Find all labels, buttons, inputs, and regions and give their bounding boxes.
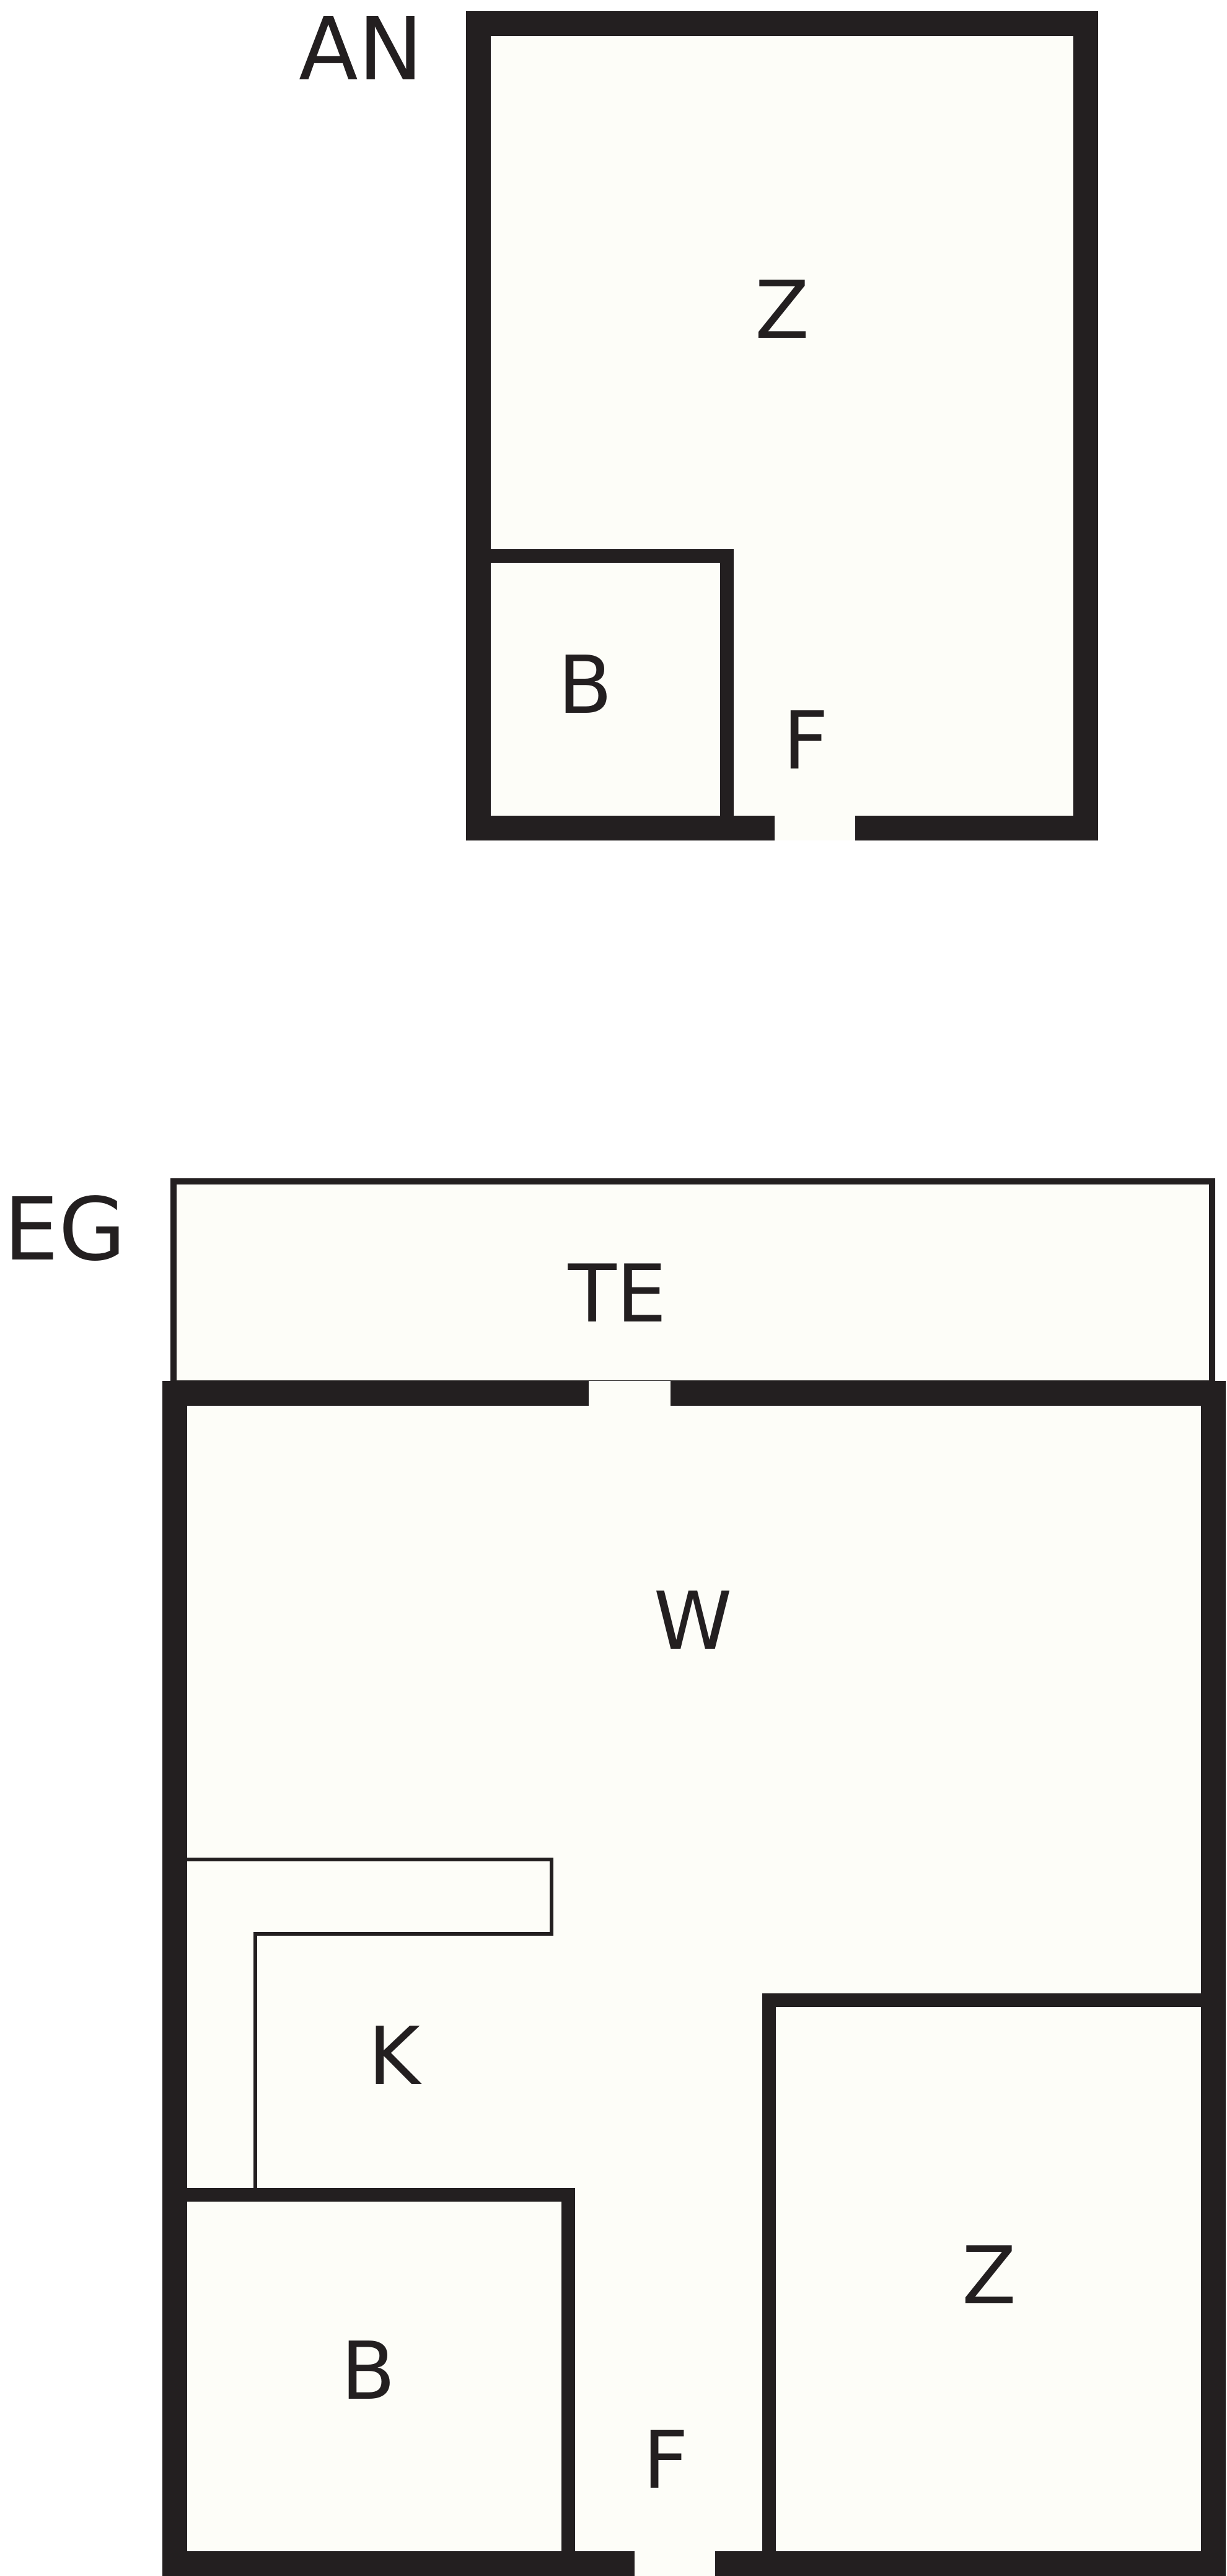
wall-an-bath-top (478, 549, 734, 563)
terrace-te (170, 1178, 1215, 1387)
room-label-eg-te: TE (567, 1248, 666, 1341)
floor-label-an: AN (299, 0, 423, 100)
wall-an-bath-right (720, 549, 734, 822)
wall-an-bottom-right (855, 816, 1098, 840)
room-label-eg-f: F (643, 2415, 688, 2507)
room-label-an-z: Z (755, 265, 809, 357)
wall-an-left (466, 11, 491, 840)
door-eg-f (635, 2551, 715, 2576)
room-label-an-b: B (558, 640, 612, 732)
wall-eg-bath-top (187, 2188, 575, 2202)
room-label-an-f: F (783, 695, 829, 788)
floor-eg-area (186, 1393, 1202, 2576)
room-label-eg-k: K (368, 2011, 422, 2103)
door-an-f (775, 816, 855, 840)
wall-an-right (1073, 11, 1098, 840)
wall-eg-bath-right (561, 2188, 575, 2564)
wall-eg-left (162, 1381, 187, 2576)
wall-eg-z-top (762, 1993, 1208, 2007)
room-label-eg-w: W (654, 1576, 732, 1668)
floor-an-area (478, 24, 1086, 818)
kitchen-counter (187, 1858, 553, 2194)
wall-eg-top-right (671, 1381, 1226, 1406)
floor-eg: EG TE W K B F Z (4, 1178, 1226, 2576)
wall-eg-right (1201, 1381, 1226, 2576)
wall-an-top (466, 11, 1098, 36)
wall-eg-bottom-left (162, 2551, 635, 2576)
wall-eg-z-left (762, 1993, 776, 2564)
floor-label-eg: EG (4, 1180, 126, 1281)
wall-eg-top-left (162, 1381, 589, 1406)
door-eg-terrace (589, 1381, 671, 1406)
floor-an: AN Z B F (299, 0, 1098, 840)
room-label-eg-b: B (341, 2326, 395, 2418)
room-label-eg-z: Z (962, 2230, 1016, 2322)
wall-eg-bottom-right (715, 2551, 1226, 2576)
